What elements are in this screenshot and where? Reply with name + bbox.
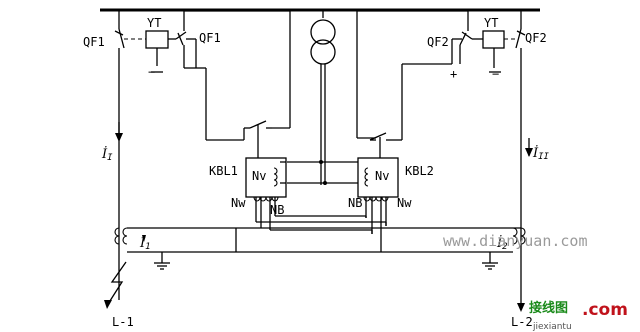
label-line-l2: L-2 bbox=[511, 315, 533, 329]
label-nb-right: NB bbox=[348, 196, 362, 210]
aux-contact-qf2 bbox=[461, 31, 473, 40]
left-feeder bbox=[104, 10, 197, 309]
relay-contact-kbl1 bbox=[249, 120, 267, 129]
trip-coil-yt-right bbox=[482, 30, 505, 49]
label-nw-right: Nw bbox=[397, 196, 412, 210]
ct-secondary-wiring bbox=[127, 215, 521, 253]
label-plus-right: + bbox=[450, 67, 457, 81]
label-kbl1: KBL1 bbox=[209, 164, 238, 178]
label-qf2-right: QF2 bbox=[525, 31, 547, 45]
fault-lightning-icon bbox=[107, 261, 127, 305]
label-yt-left: YT bbox=[147, 16, 161, 30]
watermark-brand-sub: jiexiantu bbox=[532, 322, 572, 332]
label-nv-right: Nv bbox=[375, 169, 389, 183]
ct-left-coil bbox=[114, 227, 120, 245]
label-ct-i1: İ1 bbox=[139, 234, 151, 252]
relay-contact-kbl2 bbox=[369, 132, 387, 141]
label-yt-right: YT bbox=[484, 16, 498, 30]
label-kbl2: KBL2 bbox=[405, 164, 434, 178]
voltage-transformer-icon bbox=[310, 19, 336, 45]
label-minus-right: − bbox=[492, 67, 499, 81]
label-nv-left: Nv bbox=[252, 169, 266, 183]
control-wiring bbox=[183, 10, 469, 158]
label-nb-left: NB bbox=[270, 203, 284, 217]
watermark-brand-cn: 接线图 bbox=[529, 300, 568, 316]
label-minus-left: − bbox=[148, 65, 155, 79]
label-current-i1: İI bbox=[101, 145, 113, 163]
trip-coil-yt-left bbox=[145, 30, 169, 49]
label-qf2-left: QF2 bbox=[427, 35, 449, 49]
watermark-url: www.dianyuan.com bbox=[443, 232, 588, 250]
label-nw-left: Nw bbox=[231, 196, 246, 210]
label-qf1-right: QF1 bbox=[199, 31, 221, 45]
aux-contact-qf1 bbox=[175, 31, 187, 40]
label-current-i2: İII bbox=[532, 144, 550, 162]
relay-kbl2-box bbox=[357, 157, 399, 198]
label-ct-i2: İ2 bbox=[496, 234, 508, 252]
ct-right-coil bbox=[520, 227, 526, 245]
center-transformer bbox=[287, 10, 358, 185]
watermark-brand-dot: .com bbox=[582, 300, 628, 320]
relay-kbl1 bbox=[245, 157, 287, 230]
ground-right-icon bbox=[482, 252, 498, 270]
breaker-qf1-contact bbox=[118, 28, 125, 49]
right-feeder bbox=[451, 10, 533, 312]
label-line-l1: L-1 bbox=[112, 315, 134, 329]
ground-left-icon bbox=[154, 252, 170, 270]
label-qf1-left: QF1 bbox=[83, 35, 105, 49]
